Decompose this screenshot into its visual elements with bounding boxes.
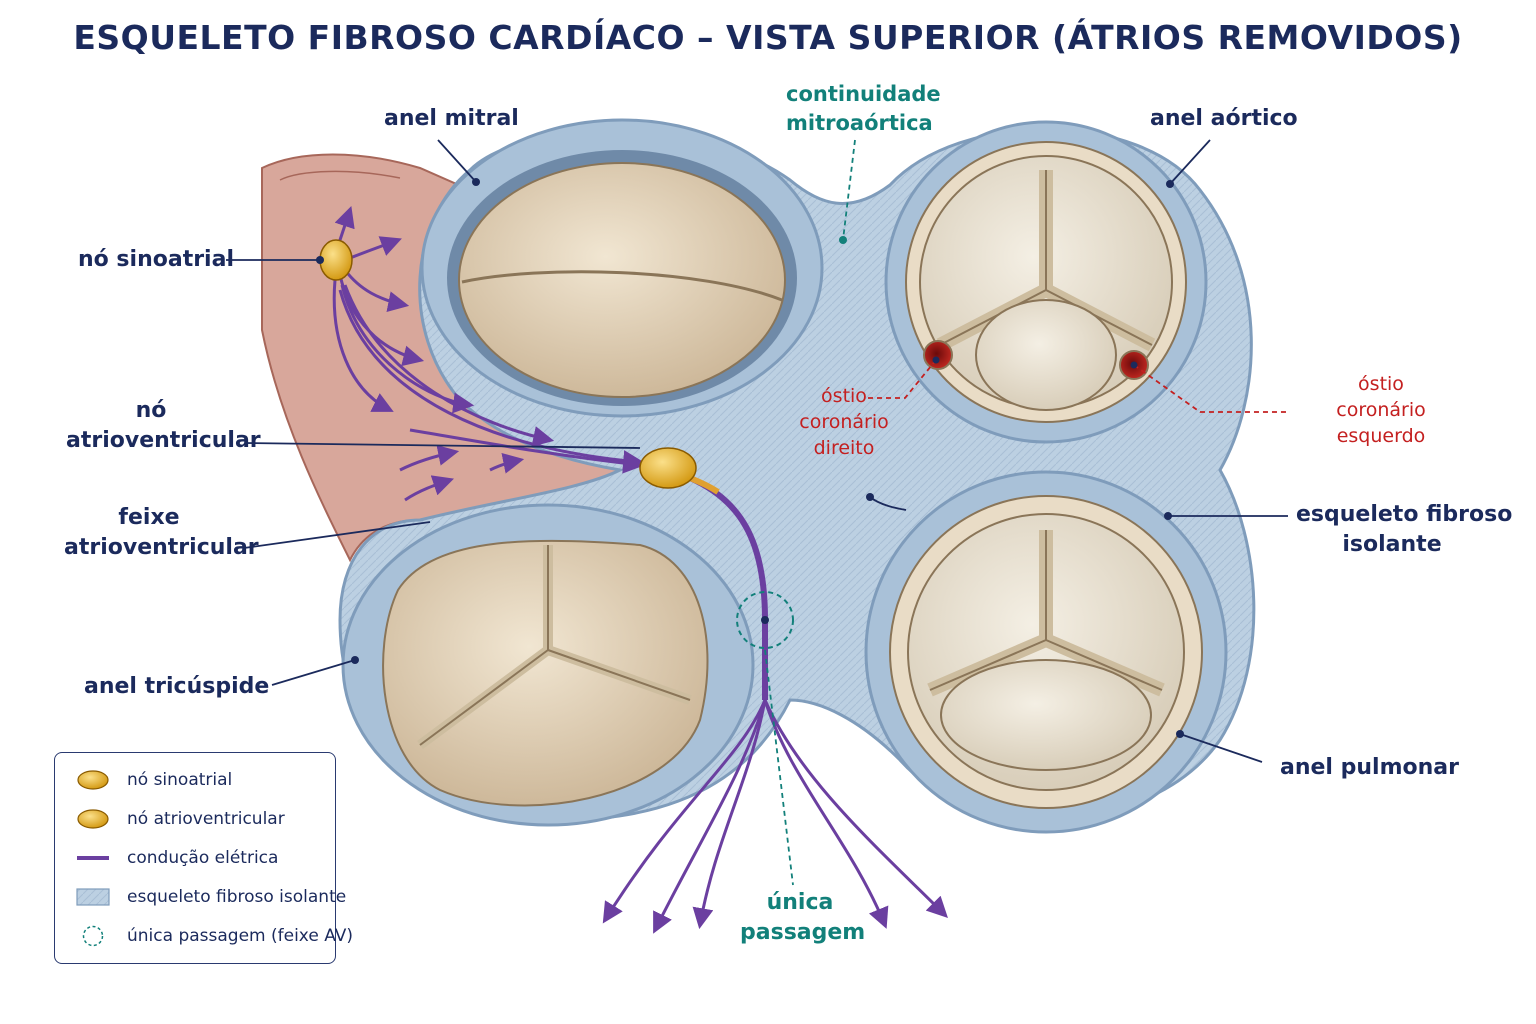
leader-lines [226, 139, 1288, 763]
pulmonary-ring [864, 470, 1228, 834]
mitral-ring [420, 118, 824, 418]
sa-node-icon [77, 770, 109, 790]
label-anel-aortico: anel aórtico [1150, 106, 1298, 131]
legend-item-av-node: nó atrioventricular [55, 804, 335, 834]
fibrous-swatch-icon [76, 888, 110, 906]
legend: nó sinoatrial nó atrioventricular conduç… [54, 752, 353, 964]
av-bundle [602, 475, 948, 934]
label-no-atrioventricular: nó atrioventricular [66, 398, 261, 453]
tricuspid-ring [341, 503, 755, 827]
label-no-sinoatrial: nó sinoatrial [78, 247, 234, 272]
dashed-circle-icon [82, 925, 104, 947]
legend-item-sa-node: nó sinoatrial [55, 765, 335, 795]
label-anel-pulmonar: anel pulmonar [1280, 755, 1459, 780]
page-title: ESQUELETO FIBROSO CARDÍACO – VISTA SUPER… [73, 18, 1463, 57]
legend-item-single-passage: única passagem (feixe AV) [55, 921, 353, 951]
av-node-icon [77, 809, 109, 829]
red-leaders [868, 359, 1290, 413]
av-node [639, 447, 697, 489]
label-anel-mitral: anel mitral [384, 106, 519, 131]
label-unica-passagem: única passagem [740, 890, 866, 945]
label-feixe-atrioventricular: feixe atrioventricular [64, 505, 259, 560]
coronary-ostium-right [923, 340, 953, 370]
label-ostio-coronario-direito: óstio coronário direito [799, 385, 889, 459]
label-continuidade-mitroaortica: continuidade mitroaórtica [786, 82, 941, 135]
label-ostio-coronario-esquerdo: óstio coronário esquerdo [1336, 373, 1426, 447]
conduction-line-icon [77, 856, 109, 860]
label-esqueleto-fibroso-isolante: esqueleto fibroso isolante [1296, 502, 1513, 557]
legend-item-fibrous: esqueleto fibroso isolante [55, 882, 346, 912]
legend-item-conduction: condução elétrica [55, 843, 335, 873]
aortic-ring [884, 120, 1208, 444]
atrial-conduction-arrows [332, 206, 645, 502]
label-anel-tricuspide: anel tricúspide [84, 674, 270, 699]
sa-node [319, 239, 353, 281]
teal-leaders [764, 139, 856, 886]
single-passage-marker [736, 591, 794, 649]
